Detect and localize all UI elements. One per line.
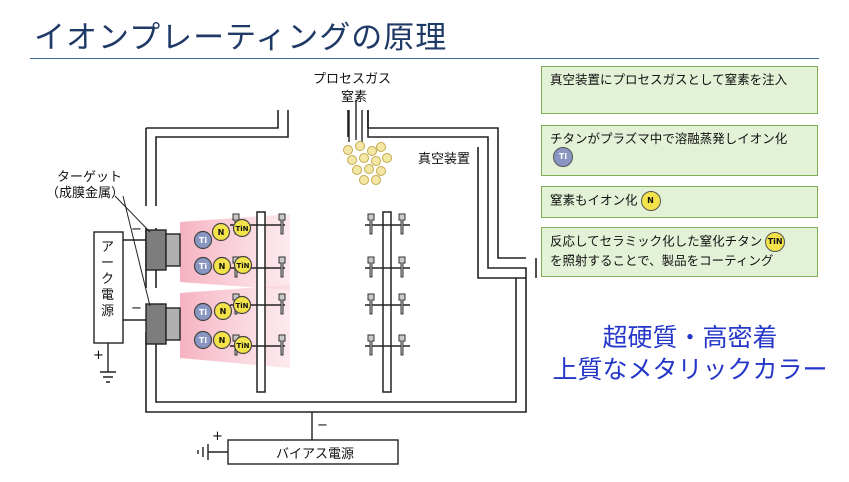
n-ion-icon <box>213 301 233 321</box>
product-fork <box>278 213 286 235</box>
ti-ion-label: Ti <box>199 336 207 345</box>
product-fork <box>398 256 406 278</box>
arc-minus-lower: − <box>131 301 142 316</box>
tin-ion-label: TiN <box>236 262 249 270</box>
ti-ion-label: Ti <box>199 308 207 317</box>
target-lower <box>145 303 181 345</box>
target-upper <box>145 229 181 271</box>
n-ion-icon <box>212 330 232 350</box>
n-ion-label: N <box>219 262 226 271</box>
product-fork <box>398 213 406 235</box>
note-titanium-ionize: チタンがプラズマ中で溶融蒸発しイオン化Ti <box>541 125 818 176</box>
bias-minus: − <box>317 418 328 433</box>
nitrogen-cloud <box>343 141 392 185</box>
slogan-line-2: 上質なメタリックカラー <box>552 355 828 384</box>
product-fork <box>398 334 406 356</box>
vacuum-label: 真空装置 <box>418 152 471 167</box>
n-ion-icon <box>212 256 232 276</box>
tin-ion-icon <box>232 295 252 315</box>
ti-ion-label: Ti <box>199 236 207 245</box>
tin-ion-icon <box>233 255 253 275</box>
note-nitrogen-injection: 真空装置にプロセスガスとして窒素を注入 <box>541 66 818 114</box>
process-gas-label: プロセスガス <box>313 72 392 87</box>
n-ion-icon <box>211 222 231 242</box>
arc-power-label: アーク電源 <box>101 240 115 319</box>
slogan-line-1: 超硬質・高密着 <box>602 323 778 352</box>
product-fork <box>367 334 375 356</box>
gas-inlet <box>348 100 363 142</box>
n-ion-label: N <box>218 228 225 237</box>
product-fork <box>367 256 375 278</box>
arc-minus-upper: − <box>131 222 142 237</box>
arc-plus: + <box>93 348 104 363</box>
tin-ion-icon <box>232 218 252 238</box>
bias-power-wiring <box>197 412 399 465</box>
bias-power-label: バイアス電源 <box>276 447 355 462</box>
product-fork <box>278 256 286 278</box>
ti-ion-icon <box>193 256 213 276</box>
product-fork <box>278 293 286 315</box>
rack-right <box>365 211 410 393</box>
rack-left <box>230 211 285 393</box>
tin-ion-label: TiN <box>236 342 249 350</box>
target-label: ターゲット <box>57 170 123 185</box>
bias-plus: + <box>212 429 223 444</box>
ti-ion-icon: Ti <box>553 147 573 167</box>
arc-power-wiring <box>93 231 146 383</box>
tin-ion-label: TiN <box>235 302 248 310</box>
tin-ion-icon: TiN <box>765 232 786 252</box>
page-title: イオンプレーティングの原理 <box>34 20 448 56</box>
tin-ion-icon <box>233 335 253 355</box>
product-fork <box>367 293 375 315</box>
ti-ion-icon <box>193 330 213 350</box>
n-ion-icon: N <box>640 191 661 211</box>
product-fork <box>278 334 286 356</box>
title-rule <box>30 58 819 59</box>
tin-ion-label: TiN <box>235 225 248 233</box>
product-fork <box>398 293 406 315</box>
n-ion-label: N <box>219 336 226 345</box>
ti-ion-icon <box>193 230 213 250</box>
chamber-wall <box>145 110 537 413</box>
target-pointer <box>114 195 151 307</box>
nitrogen-label: 窒素 <box>341 90 368 105</box>
product-fork <box>367 213 375 235</box>
ti-ion-label: Ti <box>199 262 207 271</box>
ti-ion-icon <box>193 302 213 322</box>
n-ion-label: N <box>220 307 227 316</box>
target-sub-label: （成膜金属） <box>46 186 125 201</box>
